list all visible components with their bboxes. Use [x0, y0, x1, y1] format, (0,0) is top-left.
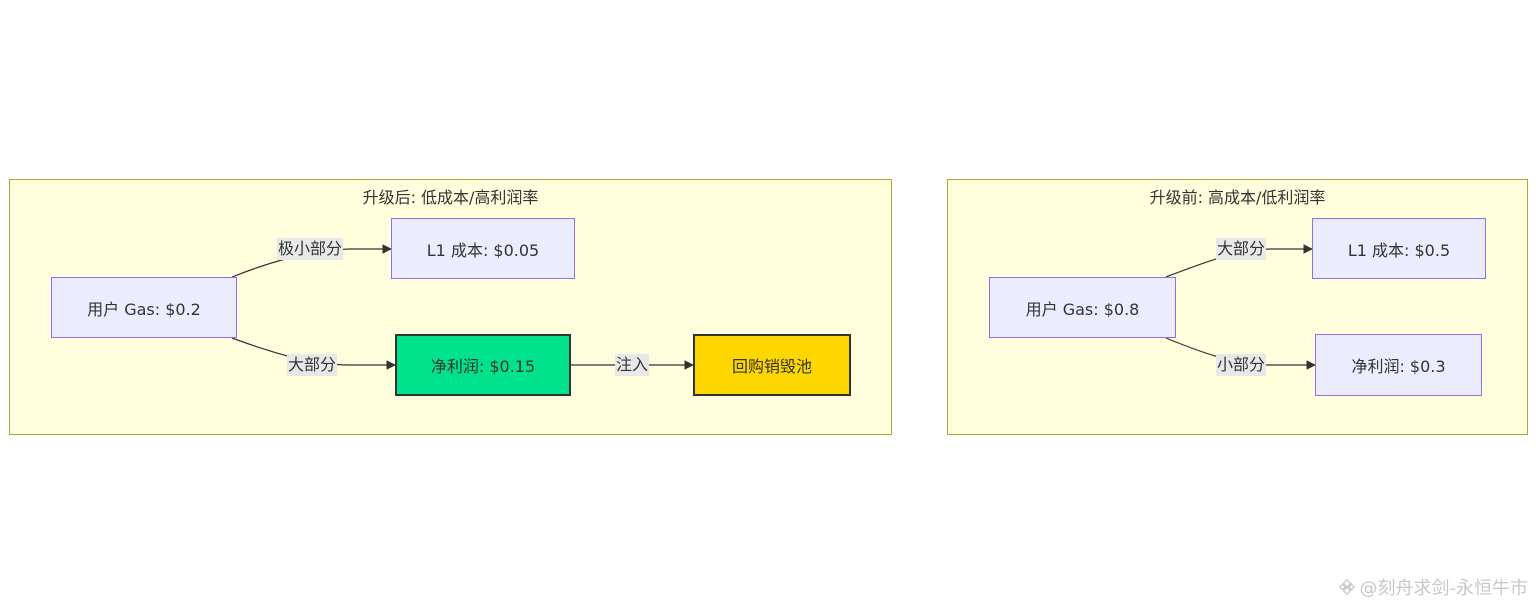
node-after-net-profit[interactable]: 净利润: $0.15 — [395, 334, 571, 396]
node-after-l1-cost[interactable]: L1 成本: $0.05 — [391, 218, 575, 279]
edge-label-before-small: 小部分 — [1216, 354, 1267, 376]
edge-label-after-large: 大部分 — [287, 354, 338, 376]
edge-label-after-small: 极小部分 — [277, 238, 344, 260]
cluster-after-title: 升级后: 低成本/高利润率 — [362, 188, 539, 207]
edge-label-after-inject: 注入 — [615, 354, 650, 376]
watermark-text: @刻舟求剑-永恒牛市 — [1359, 578, 1529, 599]
cluster-before-title: 升级前: 高成本/低利润率 — [1149, 188, 1326, 207]
edge-label-before-large: 大部分 — [1216, 238, 1267, 260]
node-after-buyback-pool[interactable]: 回购销毁池 — [693, 334, 851, 396]
node-before-net-profit[interactable]: 净利润: $0.3 — [1315, 334, 1482, 396]
node-before-l1-cost[interactable]: L1 成本: $0.5 — [1312, 218, 1486, 279]
binance-logo-icon — [1338, 578, 1355, 596]
watermark: @刻舟求剑-永恒牛市 — [1338, 574, 1529, 600]
node-before-user-gas[interactable]: 用户 Gas: $0.8 — [989, 277, 1176, 338]
node-after-user-gas[interactable]: 用户 Gas: $0.2 — [51, 277, 237, 338]
